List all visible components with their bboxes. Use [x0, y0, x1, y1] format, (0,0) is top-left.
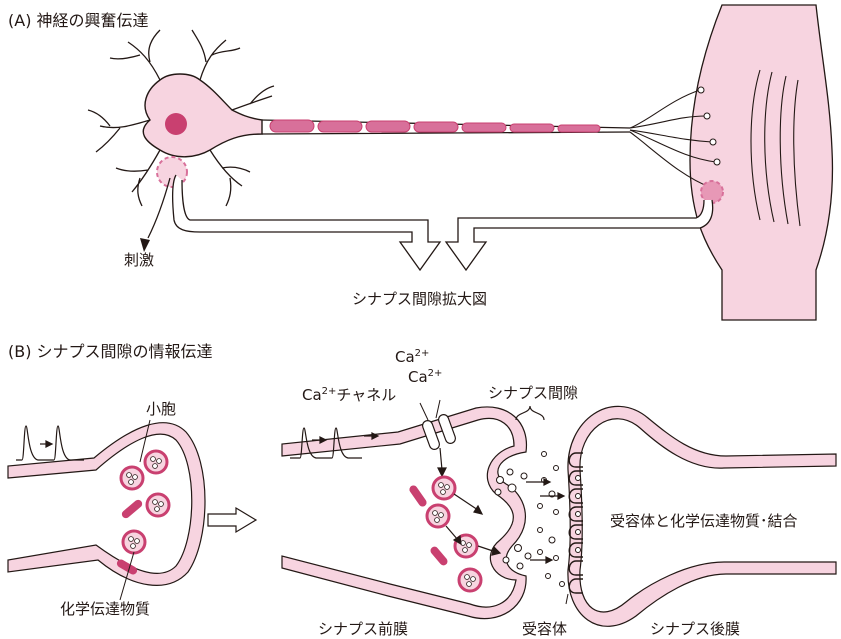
- cleft-label: シナプス間隙: [488, 384, 578, 402]
- ca-ion-1: Ca2+: [395, 348, 429, 366]
- left-vesicles: [121, 451, 169, 553]
- zoom-arrow-left: [173, 175, 440, 270]
- binding-label: 受容体と化学伝達物質･結合: [610, 512, 798, 530]
- left-terminal-membrane: [8, 423, 205, 586]
- presynaptic-terminal: [282, 407, 526, 619]
- ca-flow-arrows: [438, 448, 446, 476]
- neuron-cell-body: [143, 74, 262, 157]
- zoom-label: シナプス間隙拡大図: [352, 290, 487, 308]
- action-potential-left: [16, 426, 84, 460]
- section-b-title: (B) シナプス間隙の情報伝達: [8, 342, 213, 361]
- ca-ion-leader: [436, 400, 440, 418]
- transition-arrow: [208, 508, 256, 532]
- ca-channel-leader: [420, 403, 428, 420]
- neuron-nucleus: [165, 113, 187, 135]
- postsynaptic-label: シナプス後膜: [650, 620, 740, 638]
- transmitter-label: 化学伝達物質: [60, 600, 150, 618]
- receptor-leader: [566, 594, 568, 604]
- section-a-title: (A) 神経の興奮伝達: [8, 11, 149, 30]
- zoom-arrow-right: [446, 200, 713, 270]
- cleft-brace: [516, 406, 544, 420]
- presynaptic-label: シナプス前膜: [318, 620, 408, 638]
- vesicle-label: 小胞: [146, 400, 176, 418]
- stimulus-arrowhead: [140, 238, 150, 252]
- ca-ion-2: Ca2+: [408, 368, 442, 386]
- transmitter-arrows: [526, 479, 564, 563]
- stimulus-label: 刺激: [124, 251, 154, 269]
- synapse-highlight-right: [701, 181, 723, 203]
- muscle: [690, 5, 832, 320]
- receptor-label: 受容体: [522, 620, 567, 638]
- ca-channel-label: Ca2+チャネル: [302, 386, 396, 404]
